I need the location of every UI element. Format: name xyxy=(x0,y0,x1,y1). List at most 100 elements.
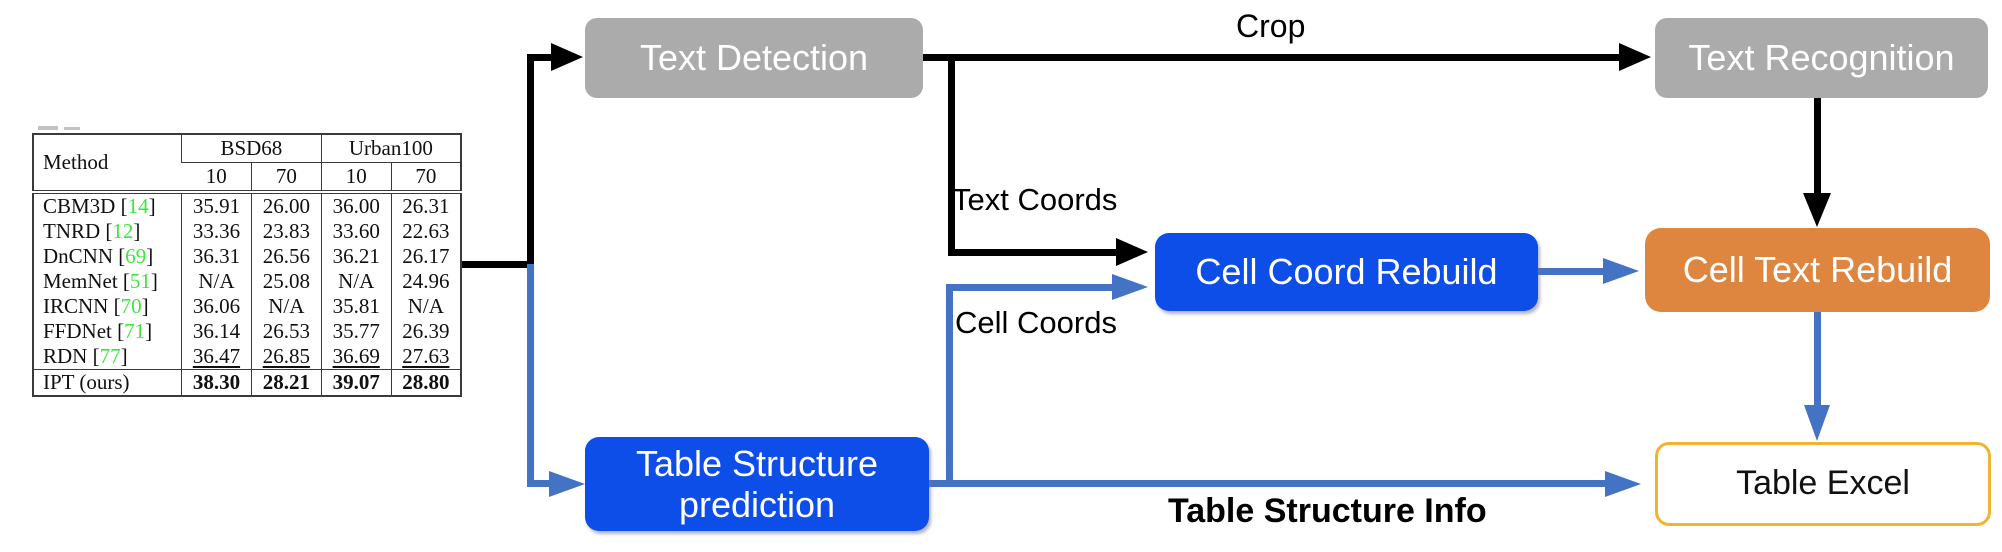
citation-number: 51 xyxy=(129,269,151,293)
table-structure-info-label: Table Structure Info xyxy=(1168,492,1487,530)
scan-artifact xyxy=(38,126,58,130)
value-cell: 36.69 xyxy=(320,344,392,370)
edge-table-to-junction xyxy=(462,261,534,268)
col-group-urban100: Urban100 xyxy=(320,134,461,163)
edge-junction-down xyxy=(527,264,534,483)
value-cell: 23.83 xyxy=(250,219,322,244)
value-cell: 28.80 xyxy=(390,369,461,396)
sub-col: 70 xyxy=(390,162,461,194)
arrowhead-table-excel-left xyxy=(1605,471,1641,497)
node-cell-text-rebuild: Cell Text Rebuild xyxy=(1645,228,1990,312)
method-header: Method xyxy=(33,134,182,194)
value-cell: 36.00 xyxy=(320,192,392,219)
edge-cell-coords-horizontal xyxy=(946,284,1114,291)
arrowhead-cell-coord-rebuild-blue xyxy=(1112,274,1148,300)
sub-col: 70 xyxy=(250,162,322,194)
edge-table-structure-info xyxy=(929,480,1609,487)
value-cell: 33.36 xyxy=(181,219,252,244)
value-cell: 26.39 xyxy=(390,319,461,344)
value-cell: 27.63 xyxy=(390,344,461,370)
value-cell: 26.85 xyxy=(250,344,322,370)
value-cell: 39.07 xyxy=(320,369,392,396)
citation-number: 71 xyxy=(124,319,146,343)
method-cell: IPT (ours) xyxy=(33,369,182,396)
method-cell: FFDNet [71] xyxy=(43,319,153,343)
value-cell: 33.60 xyxy=(320,219,392,244)
arrowhead-text-recognition xyxy=(1619,43,1651,71)
crop-label: Crop xyxy=(1236,8,1306,44)
col-group-bsd68: BSD68 xyxy=(181,134,322,163)
edge-junction-up xyxy=(527,54,534,268)
value-cell: 28.21 xyxy=(250,369,322,396)
value-cell: 36.31 xyxy=(181,244,252,269)
value-cell: 25.08 xyxy=(250,269,322,294)
edge-text-coords-vertical xyxy=(948,57,955,256)
results-table: Method BSD68 Urban100 10 70 10 70 CBM3D … xyxy=(32,133,462,397)
value-cell: 36.14 xyxy=(181,319,252,344)
value-cell: 35.77 xyxy=(320,319,392,344)
method-cell: RDN [77] xyxy=(43,344,128,368)
value-cell: N/A xyxy=(181,269,252,294)
citation-number: 77 xyxy=(99,344,121,368)
arrowhead-text-detection xyxy=(551,43,583,71)
node-table-excel: Table Excel xyxy=(1655,442,1991,526)
edge-cell-text-to-excel xyxy=(1814,312,1821,407)
text-coords-label: Text Coords xyxy=(952,182,1118,217)
citation-number: 69 xyxy=(125,244,147,268)
value-cell: 36.47 xyxy=(181,344,252,370)
cell-coords-label: Cell Coords xyxy=(955,305,1117,340)
sub-col: 10 xyxy=(320,162,392,194)
value-cell: 36.21 xyxy=(320,244,392,269)
method-cell: TNRD [12] xyxy=(43,219,141,243)
value-cell: 35.81 xyxy=(320,294,392,319)
method-cell: MemNet [51] xyxy=(43,269,158,293)
method-cell: IRCNN [70] xyxy=(43,294,149,318)
arrowhead-cell-text-rebuild-left xyxy=(1603,258,1639,284)
value-cell: 26.00 xyxy=(250,192,322,219)
value-cell: 26.56 xyxy=(250,244,322,269)
value-cell: N/A xyxy=(390,294,461,319)
results-table-header: Method BSD68 Urban100 10 70 10 70 xyxy=(33,134,461,194)
value-cell: 22.63 xyxy=(390,219,461,244)
value-cell: 36.06 xyxy=(181,294,252,319)
value-cell: 38.30 xyxy=(181,369,252,396)
arrowhead-structure-prediction xyxy=(549,471,585,497)
value-cell: 26.53 xyxy=(250,319,322,344)
input-table-image: Method BSD68 Urban100 10 70 10 70 CBM3D … xyxy=(32,133,462,397)
edge-recognition-to-cell-text xyxy=(1814,95,1821,195)
edge-coord-to-text-rebuild xyxy=(1538,268,1605,275)
arrowhead-table-excel-top xyxy=(1804,405,1830,441)
arrowhead-cell-coord-rebuild-black xyxy=(1116,238,1148,266)
node-text-recognition: Text Recognition xyxy=(1655,18,1988,98)
value-cell: 35.91 xyxy=(181,192,252,219)
edge-cell-coords-vertical xyxy=(946,284,953,484)
citation-number: 70 xyxy=(120,294,142,318)
citation-number: 12 xyxy=(112,219,134,243)
node-table-structure-prediction: Table Structure prediction xyxy=(585,437,929,531)
value-cell: 26.17 xyxy=(390,244,461,269)
scan-artifact xyxy=(64,127,80,130)
method-cell: DnCNN [69] xyxy=(43,244,154,268)
node-cell-coord-rebuild: Cell Coord Rebuild xyxy=(1155,233,1538,311)
arrowhead-cell-text-rebuild-down xyxy=(1803,193,1831,227)
citation-number: 14 xyxy=(127,194,149,218)
method-cell: CBM3D [14] xyxy=(43,194,156,218)
value-cell: 26.31 xyxy=(390,192,461,219)
value-cell: N/A xyxy=(250,294,322,319)
value-cell: N/A xyxy=(320,269,392,294)
value-cell: 24.96 xyxy=(390,269,461,294)
node-text-detection: Text Detection xyxy=(585,18,923,98)
sub-col: 10 xyxy=(181,162,252,194)
edge-crop xyxy=(923,54,1621,61)
edge-text-coords-horizontal xyxy=(948,249,1118,256)
